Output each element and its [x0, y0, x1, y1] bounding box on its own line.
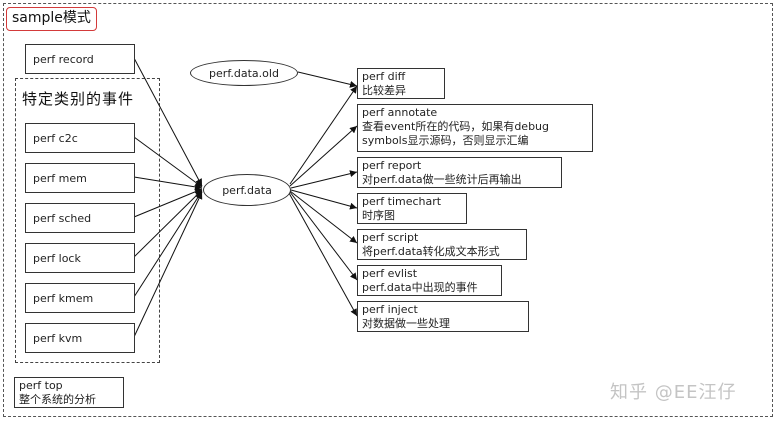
edge-data-to-annotate: [289, 125, 358, 187]
node-perf-data: perf.data: [203, 174, 291, 206]
box-perf-evlist: perf evlist perf.data中出现的事件: [357, 265, 502, 296]
edge-data-to-inject: [288, 192, 358, 317]
box-perf-kvm: perf kvm: [25, 323, 135, 353]
edge-c2c-to-data: [133, 136, 203, 188]
cmd-name: perf annotate: [362, 106, 438, 119]
cmd-desc: 查看event所在的代码，如果有debug: [362, 120, 550, 133]
edge-data-to-timechart: [290, 189, 358, 210]
box-perf-top: perf top 整个系统的分析: [14, 377, 124, 408]
cmd-name: perf report: [362, 159, 422, 172]
edge-data-to-diff: [289, 85, 358, 185]
box-perf-script: perf script 将perf.data转化成文本形式: [357, 229, 527, 260]
node-perf-data-old: perf.data.old: [190, 60, 298, 86]
box-perf-kmem: perf kmem: [25, 283, 135, 313]
cmd-name: perf script: [362, 231, 419, 244]
edge-kvm-to-data: [133, 191, 203, 338]
sample-mode-frame: [3, 3, 773, 417]
cmd-name: perf evlist: [362, 267, 418, 280]
box-perf-lock: perf lock: [25, 243, 135, 273]
box-perf-sched: perf sched: [25, 203, 135, 233]
edge-data-to-report: [290, 170, 358, 189]
cmd-name: perf timechart: [362, 195, 442, 208]
edge-old-to-diff: [297, 71, 358, 88]
event-group-title: 特定类别的事件: [22, 90, 135, 108]
cmd-desc-line2: symbols显示源码，否则显示汇编: [362, 134, 529, 147]
watermark: 知乎 @EE汪仔: [610, 382, 737, 403]
box-perf-report: perf report 对perf.data做一些统计后再输出: [357, 157, 562, 188]
cmd-name: perf inject: [362, 303, 418, 316]
box-perf-timechart: perf timechart 时序图: [357, 193, 467, 224]
cmd-desc: 对数据做一些处理: [362, 317, 450, 330]
cmd-desc: 对perf.data做一些统计后再输出: [362, 173, 522, 186]
cmd-desc: 将perf.data转化成文本形式: [362, 245, 500, 258]
edge-kmem-to-data: [133, 190, 203, 298]
box-perf-c2c: perf c2c: [25, 123, 135, 153]
edge-data-to-script: [289, 190, 358, 244]
edge-lock-to-data: [133, 189, 203, 258]
box-perf-diff: perf diff 比较差异: [357, 68, 445, 99]
box-perf-inject: perf inject 对数据做一些处理: [357, 301, 529, 332]
event-group-frame: [15, 78, 160, 363]
cmd-desc: perf.data中出现的事件: [362, 281, 478, 294]
box-perf-mem: perf mem: [25, 163, 135, 193]
edge-record-to-data: [133, 57, 203, 187]
cmd-desc: 整个系统的分析: [19, 393, 96, 406]
cmd-name: perf top: [19, 379, 63, 392]
box-perf-annotate: perf annotate 查看event所在的代码，如果有debug symb…: [357, 104, 593, 152]
box-perf-record: perf record: [25, 44, 135, 74]
edge-data-to-evlist: [289, 191, 358, 281]
sample-mode-title: sample模式: [6, 7, 97, 31]
cmd-desc: 时序图: [362, 209, 395, 222]
edge-mem-to-data: [133, 176, 203, 191]
edge-sched-to-data: [133, 188, 203, 218]
cmd-name: perf diff: [362, 70, 406, 83]
cmd-desc: 比较差异: [362, 84, 406, 97]
